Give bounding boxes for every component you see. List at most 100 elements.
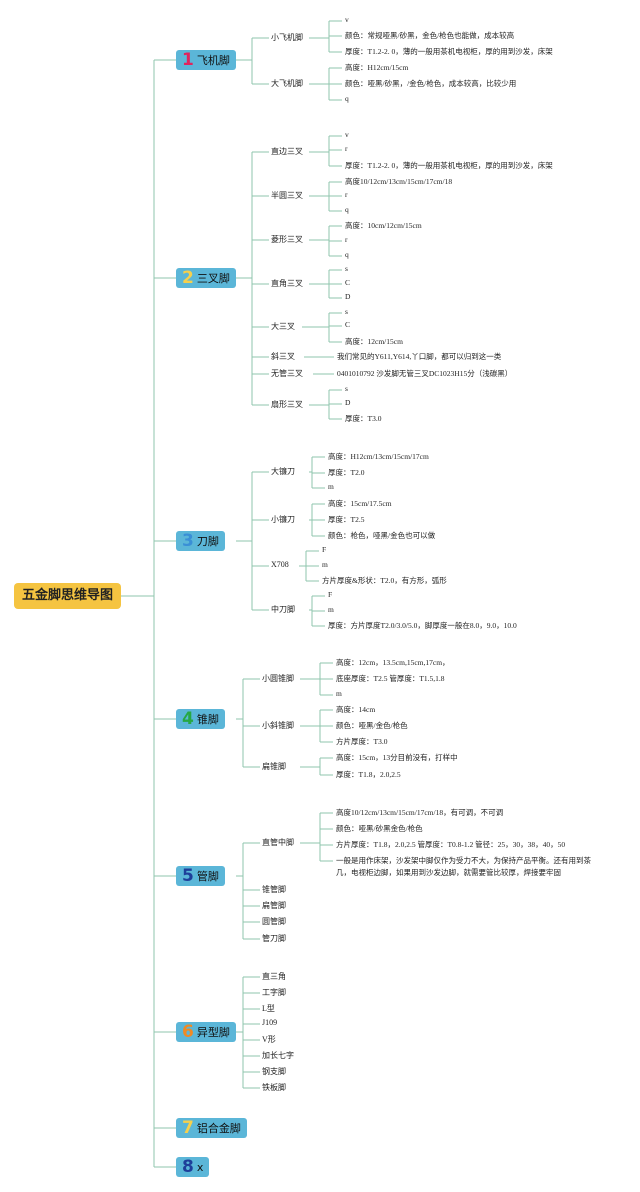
leaf-node[interactable]: m bbox=[328, 482, 334, 491]
leaf-node[interactable]: 方片厚度：T3.0 bbox=[336, 737, 388, 746]
leaf-node[interactable]: 颜色：枪色，哑黑/金色也可以做 bbox=[328, 531, 436, 540]
branch-node[interactable]: 扁管脚 bbox=[262, 901, 286, 910]
leaf-node[interactable]: 底座厚度：T2.5 管厚度：T1.5,1.8 bbox=[336, 674, 445, 683]
branch-node[interactable]: 半圆三叉 bbox=[271, 191, 303, 200]
branch-node[interactable]: 直角三叉 bbox=[271, 279, 303, 288]
category-label: 三叉脚 bbox=[196, 272, 230, 285]
leaf-node[interactable]: v bbox=[345, 130, 349, 139]
leaf-node[interactable]: 颜色：哑黑/金色/枪色 bbox=[336, 721, 408, 730]
category-label: 管脚 bbox=[196, 870, 219, 883]
branch-node[interactable]: 大三叉 bbox=[271, 322, 295, 331]
branch-node[interactable]: 圆管脚 bbox=[262, 917, 286, 926]
leaf-node[interactable]: 颜色：常规哑黑/砂黑，金色/枪色也能做，成本较高 bbox=[345, 31, 515, 40]
category-number: 4 bbox=[182, 709, 194, 729]
leaf-node[interactable]: 厚度：T1.8，2.0,2.5 bbox=[336, 770, 401, 779]
leaf-node[interactable]: q bbox=[345, 205, 349, 214]
leaf-node[interactable]: v bbox=[345, 15, 349, 24]
leaf-node[interactable]: s bbox=[345, 307, 348, 316]
leaf-node[interactable]: 高度：12cm/15cm bbox=[345, 337, 403, 346]
leaf-node[interactable]: 高度：14cm bbox=[336, 705, 376, 714]
branch-node[interactable]: L型 bbox=[262, 1004, 275, 1013]
branch-node[interactable]: 锥管脚 bbox=[262, 885, 286, 894]
leaf-node[interactable]: 一般是用作床架，沙发架中脚仅作为受力不大，为保持产品平衡。还有用到茶 bbox=[336, 856, 591, 865]
leaf-node[interactable]: 厚度：T2.0 bbox=[328, 468, 365, 477]
leaf-node[interactable]: q bbox=[345, 94, 349, 103]
category-label: 异型脚 bbox=[196, 1026, 230, 1039]
category-label: 飞机脚 bbox=[196, 54, 230, 67]
leaf-node[interactable]: 厚度：T1.2-2. 0，薄的一般用茶机电视柜，厚的用到沙发，床架 bbox=[345, 161, 553, 170]
category-number: 2 bbox=[182, 268, 194, 288]
leaf-node[interactable]: r bbox=[345, 190, 348, 199]
leaf-node[interactable]: 厚度：T2.5 bbox=[328, 515, 365, 524]
leaf-node[interactable]: 方片厚度&形状：T2.0，有方形，弧形 bbox=[322, 576, 447, 585]
leaf-node[interactable]: 高度：H12cm/13cm/15cm/17cm bbox=[328, 452, 429, 461]
branch-node[interactable]: 菱形三叉 bbox=[271, 235, 303, 244]
leaf-node[interactable]: s bbox=[345, 384, 348, 393]
leaf-node[interactable]: 我们常见的Y611,Y614,丫口脚，都可以归到这一类 bbox=[337, 352, 502, 361]
branch-node[interactable]: 小镰刀 bbox=[271, 515, 295, 524]
branch-node[interactable]: 小斜锥脚 bbox=[262, 721, 294, 730]
leaf-node[interactable]: 0401010792 沙发脚无管三叉DC1023H15分（浅碳黑） bbox=[337, 369, 513, 378]
branch-node[interactable]: 管刀脚 bbox=[262, 934, 286, 943]
leaf-node[interactable]: 厚度：T1.2-2. 0，薄的一般用茶机电视柜，厚的用到沙发，床架 bbox=[345, 47, 553, 56]
leaf-node[interactable]: q bbox=[345, 250, 349, 259]
leaf-node[interactable]: m bbox=[328, 605, 334, 614]
leaf-node[interactable]: r bbox=[345, 144, 348, 153]
leaf-node[interactable]: 厚度：方片厚度T2.0/3.0/5.0，脚厚度一般在8.0，9.0，10.0 bbox=[328, 621, 517, 630]
branch-node[interactable]: 扁锥脚 bbox=[262, 762, 286, 771]
category-label: 铝合金脚 bbox=[196, 1122, 241, 1135]
branch-node[interactable]: 加长七字 bbox=[262, 1051, 294, 1060]
branch-node[interactable]: 小飞机脚 bbox=[271, 33, 303, 42]
branch-node[interactable]: 大飞机脚 bbox=[271, 79, 303, 88]
leaf-node[interactable]: 颜色：哑黑/砂黑金色/枪色 bbox=[336, 824, 423, 833]
category-label: 刀脚 bbox=[196, 535, 219, 548]
category-label: 锥脚 bbox=[196, 713, 219, 726]
leaf-node[interactable]: F bbox=[322, 545, 327, 554]
branch-node[interactable]: J109 bbox=[262, 1018, 278, 1027]
root-node[interactable]: 五金脚思维导图 bbox=[14, 583, 121, 609]
branch-node[interactable]: 铁板脚 bbox=[262, 1083, 286, 1092]
leaf-node[interactable]: F bbox=[328, 590, 333, 599]
leaf-node[interactable]: 高度：10cm/12cm/15cm bbox=[345, 221, 422, 230]
branch-node[interactable]: 工字脚 bbox=[262, 988, 286, 997]
branch-node[interactable]: 扇形三叉 bbox=[271, 400, 303, 409]
branch-node[interactable]: 直边三叉 bbox=[271, 147, 303, 156]
leaf-node[interactable]: 高度：15cm/17.5cm bbox=[328, 499, 392, 508]
branch-node[interactable]: 大镰刀 bbox=[271, 467, 295, 476]
leaf-node[interactable]: 高度10/12cm/13cm/15cm/17cm/18 bbox=[345, 177, 453, 186]
leaf-node[interactable]: 方片厚度：T1.8，2.0,2.5 管厚度：T0.8-1.2 管径：25，30，… bbox=[336, 840, 566, 849]
branch-node[interactable]: 无管三叉 bbox=[271, 369, 303, 378]
branch-node[interactable]: 斜三叉 bbox=[271, 352, 295, 361]
category-number: 3 bbox=[182, 531, 194, 551]
leaf-node[interactable]: s bbox=[345, 264, 348, 273]
leaf-node[interactable]: 厚度：T3.0 bbox=[345, 414, 382, 423]
leaf-node[interactable]: 几，电视柜边脚，如果用到沙发边脚，就需要管比较厚，焊接要牢固 bbox=[336, 868, 561, 877]
leaf-node[interactable]: r bbox=[345, 235, 348, 244]
branch-node[interactable]: X708 bbox=[271, 560, 289, 569]
leaf-node[interactable]: m bbox=[336, 689, 342, 698]
leaf-node[interactable]: C bbox=[345, 278, 351, 287]
leaf-node[interactable]: D bbox=[345, 292, 351, 301]
branch-node[interactable]: 钢支脚 bbox=[262, 1067, 286, 1076]
leaf-node[interactable]: C bbox=[345, 320, 351, 329]
leaf-node[interactable]: D bbox=[345, 398, 351, 407]
branch-node[interactable]: 中刀脚 bbox=[271, 605, 295, 614]
leaf-node[interactable]: m bbox=[322, 560, 328, 569]
branch-node[interactable]: V形 bbox=[262, 1035, 276, 1044]
leaf-node[interactable]: 颜色：哑黑/砂黑，/金色/枪色，成本较高，比较少用 bbox=[345, 79, 517, 88]
leaf-node[interactable]: 高度：H12cm/15cm bbox=[345, 63, 409, 72]
leaf-node[interactable]: 高度10/12cm/13cm/15cm/17cm/18，有可调，不可调 bbox=[336, 808, 504, 817]
leaf-node[interactable]: 高度：15cm，13分目前没有，打样中 bbox=[336, 753, 458, 762]
branch-node[interactable]: 直三角 bbox=[262, 972, 286, 981]
branch-node[interactable]: 直管中脚 bbox=[262, 838, 294, 847]
leaf-node[interactable]: 高度：12cm，13.5cm,15cm,17cm， bbox=[336, 658, 450, 667]
branch-node[interactable]: 小圆锥脚 bbox=[262, 674, 294, 683]
